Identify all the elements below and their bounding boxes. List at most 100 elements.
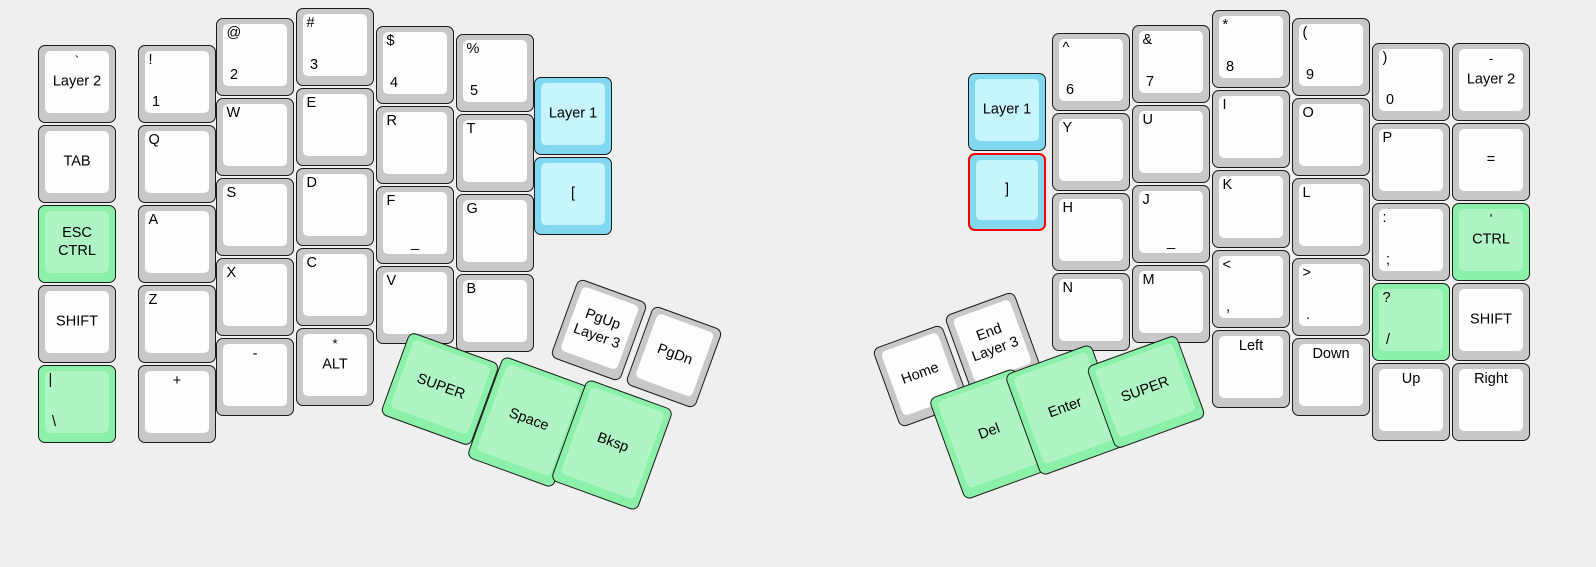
- key-shift[interactable]: SHIFT: [38, 285, 116, 363]
- key-layer-1[interactable]: Layer 1: [968, 73, 1046, 151]
- key-u[interactable]: U: [1132, 105, 1210, 183]
- key-cap: Z: [145, 291, 209, 353]
- key-legend-main: V: [386, 273, 397, 289]
- key-3[interactable]: #3: [296, 8, 374, 86]
- key-s[interactable]: S: [216, 178, 294, 256]
- key-a[interactable]: A: [138, 205, 216, 283]
- key-cap: |\: [45, 371, 109, 433]
- key-cap: $4: [383, 32, 447, 94]
- key-cap: D: [303, 174, 367, 236]
- key-legend-main: 6: [1066, 82, 1075, 99]
- key-5[interactable]: %5: [456, 34, 534, 112]
- key-legend-main: O: [1302, 105, 1314, 121]
- key-[interactable]: =: [1452, 123, 1530, 201]
- key-[interactable]: >.: [1292, 258, 1370, 336]
- key-legend-main: 1: [152, 94, 161, 111]
- key-6[interactable]: ^6: [1052, 33, 1130, 111]
- key-shift[interactable]: SHIFT: [1452, 283, 1530, 361]
- key-p[interactable]: P: [1372, 123, 1450, 201]
- key-z[interactable]: Z: [138, 285, 216, 363]
- key-left[interactable]: Left: [1212, 330, 1290, 408]
- key-legend-main: Home: [899, 359, 942, 388]
- key-[interactable]: ?/: [1372, 283, 1450, 361]
- key-legend-main: J: [1142, 192, 1150, 208]
- key-j[interactable]: J_: [1132, 185, 1210, 263]
- key-[interactable]: |\: [38, 365, 116, 443]
- key-cap: ` Layer 2: [45, 51, 109, 113]
- key-legend-shifted: (: [1302, 25, 1308, 41]
- key-e[interactable]: E: [296, 88, 374, 166]
- key-legend-shifted: &: [1142, 32, 1153, 48]
- key-9[interactable]: (9: [1292, 18, 1370, 96]
- key-g[interactable]: G: [456, 194, 534, 272]
- key-7[interactable]: &7: [1132, 25, 1210, 103]
- key-legend-shifted: -: [1488, 51, 1494, 66]
- key-1[interactable]: !1: [138, 45, 216, 123]
- key-[interactable]: -: [216, 338, 294, 416]
- key-cap: V: [383, 272, 447, 334]
- key-[interactable]: :;: [1372, 203, 1450, 281]
- key-ctrl[interactable]: 'CTRL: [1452, 203, 1530, 281]
- key-legend-shifted: ): [1382, 50, 1388, 66]
- key-q[interactable]: Q: [138, 125, 216, 203]
- key-legend-shifted: #: [306, 15, 315, 31]
- key-b[interactable]: B: [456, 274, 534, 352]
- key-w[interactable]: W: [216, 98, 294, 176]
- key-legend-shifted: `: [74, 53, 80, 68]
- key-layer-1[interactable]: Layer 1: [534, 77, 612, 155]
- key-i[interactable]: I: [1212, 90, 1290, 168]
- key-cap: TAB: [45, 131, 109, 193]
- key-0[interactable]: )0: [1372, 43, 1450, 121]
- key-legend-main: U: [1142, 112, 1153, 128]
- key-legend-main: W: [226, 105, 241, 121]
- key-legend-main: 7: [1146, 74, 1155, 91]
- key-k[interactable]: K: [1212, 170, 1290, 248]
- key-y[interactable]: Y: [1052, 113, 1130, 191]
- key-tab[interactable]: TAB: [38, 125, 116, 203]
- key-legend-main: Layer 2: [1466, 71, 1516, 88]
- key-v[interactable]: V: [376, 266, 454, 344]
- key-legend-shifted: $: [386, 33, 395, 49]
- key-alt[interactable]: *ALT: [296, 328, 374, 406]
- key-cap: *8: [1219, 16, 1283, 78]
- key-[interactable]: <,: [1212, 250, 1290, 328]
- key-up[interactable]: Up: [1372, 363, 1450, 441]
- key-legend-shifted: !: [148, 52, 153, 68]
- key-down[interactable]: Down: [1292, 338, 1370, 416]
- key-cap: S: [223, 184, 287, 246]
- key-legend-main: 2: [230, 67, 239, 84]
- key-o[interactable]: O: [1292, 98, 1370, 176]
- key-[interactable]: +: [138, 365, 216, 443]
- key-legend-main: \: [52, 414, 57, 431]
- key-d[interactable]: D: [296, 168, 374, 246]
- key-legend-main: .: [1306, 307, 1311, 324]
- key-legend-main: TAB: [63, 153, 91, 170]
- key-cap: Right: [1459, 369, 1523, 431]
- key-n[interactable]: N: [1052, 273, 1130, 351]
- key-x[interactable]: X: [216, 258, 294, 336]
- key-legend-shifted: >: [1302, 265, 1311, 281]
- key-h[interactable]: H: [1052, 193, 1130, 271]
- key-[interactable]: [: [534, 157, 612, 235]
- key-2[interactable]: @2: [216, 18, 294, 96]
- key-layer-2[interactable]: - Layer 2: [1452, 43, 1530, 121]
- key-c[interactable]: C: [296, 248, 374, 326]
- key-cap: C: [303, 254, 367, 316]
- key-r[interactable]: R: [376, 106, 454, 184]
- key-t[interactable]: T: [456, 114, 534, 192]
- key-f[interactable]: F_: [376, 186, 454, 264]
- key-8[interactable]: *8: [1212, 10, 1290, 88]
- key-cap: @2: [223, 24, 287, 86]
- key-legend-main: Layer 2: [52, 73, 102, 90]
- key-right[interactable]: Right: [1452, 363, 1530, 441]
- key-4[interactable]: $4: [376, 26, 454, 104]
- key-m[interactable]: M: [1132, 265, 1210, 343]
- key-l[interactable]: L: [1292, 178, 1370, 256]
- key-cap: A: [145, 211, 209, 273]
- key-layer-2[interactable]: ` Layer 2: [38, 45, 116, 123]
- key-[interactable]: ]: [968, 153, 1046, 231]
- key-legend-shifted: <: [1222, 257, 1231, 273]
- key-legend-main: Layer 1: [982, 101, 1032, 118]
